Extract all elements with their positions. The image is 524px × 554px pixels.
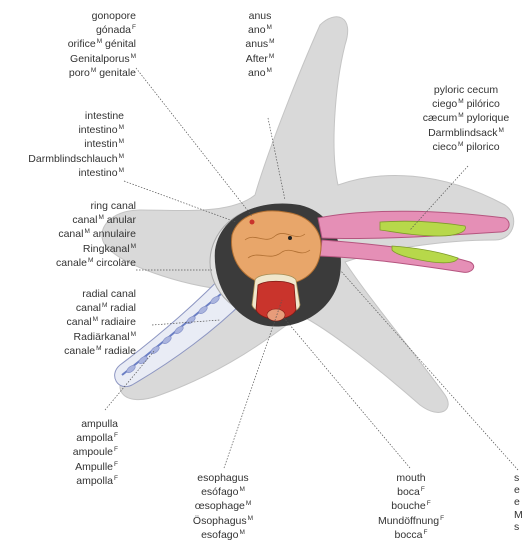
label-suffix: circolare: [93, 257, 136, 269]
label-line: MundöffnungF: [364, 513, 458, 527]
label-line: boucheF: [364, 498, 458, 512]
label-line: intestinoM: [4, 122, 124, 136]
label-suffix: pylorique: [464, 112, 510, 124]
label-gonopore: gonopore gónadaF orificeM génital Genita…: [18, 10, 136, 79]
label-line: ciecoM pilorico: [412, 139, 520, 153]
label-suffix: pilórico: [464, 98, 500, 110]
anus-dot: [288, 236, 292, 240]
label-line: canalM radial: [14, 300, 136, 314]
label-line: RingkanalM: [14, 241, 136, 255]
label-suffix: génital: [102, 38, 136, 50]
label-line: DarmblindsackM: [412, 125, 520, 139]
label-line: anoM: [225, 65, 295, 79]
label-suffix: radial: [107, 302, 136, 314]
label-line: boccaF: [364, 527, 458, 541]
label-line: radial canal: [14, 288, 136, 300]
label-suffix: anular: [104, 214, 136, 226]
label-line: ampouleF: [20, 444, 118, 458]
label-ring-canal: ring canal canalM anular canalM annulair…: [14, 200, 136, 269]
label-pyloric-cecum: pyloric cecum ciegoM pilórico cæcumM pyl…: [412, 84, 520, 153]
label-line: canalM radiaire: [14, 314, 136, 328]
label-line: anus: [225, 10, 295, 22]
label-line: œsophageM: [178, 498, 268, 512]
label-anus: anus anoM anusM AfterM anoM: [225, 10, 295, 79]
label-mouth: mouth bocaF boucheF MundöffnungF boccaF: [364, 472, 458, 541]
leader-gonopore: [136, 68, 252, 216]
label-line: e: [514, 496, 524, 508]
label-line: poroM genitale: [18, 65, 136, 79]
label-line: M: [514, 509, 524, 521]
label-line: AmpulleF: [20, 459, 118, 473]
label-line: bocaF: [364, 484, 458, 498]
label-suffix: annulaire: [90, 228, 136, 240]
label-line: canaleM radiale: [14, 343, 136, 357]
label-cut-off-right: s e e M s: [514, 472, 524, 533]
label-line: pyloric cecum: [412, 84, 520, 96]
label-line: intestinM: [4, 136, 124, 150]
label-line: RadiärkanalM: [14, 329, 136, 343]
label-suffix: genitale: [96, 67, 136, 79]
label-line: intestine: [4, 110, 124, 122]
label-line: anusM: [225, 36, 295, 50]
label-suffix: radiale: [102, 345, 136, 357]
label-line: esófagoM: [178, 484, 268, 498]
label-line: e: [514, 484, 524, 496]
label-line: ÖsophagusM: [178, 513, 268, 527]
label-line: gónadaF: [18, 22, 136, 36]
label-line: ampollaF: [20, 430, 118, 444]
label-line: anoM: [225, 22, 295, 36]
label-intestine: intestine intestinoM intestinM Darmblind…: [4, 110, 124, 179]
label-ampulla: ampulla ampollaF ampouleF AmpulleF ampol…: [20, 418, 118, 487]
label-line: ampollaF: [20, 473, 118, 487]
label-line: esofagoM: [178, 527, 268, 541]
label-esophagus: esophagus esófagoM œsophageM ÖsophagusM …: [178, 472, 268, 541]
label-radial-canal: radial canal canalM radial canalM radiai…: [14, 288, 136, 357]
label-line: ampulla: [20, 418, 118, 430]
label-line: s: [514, 472, 524, 484]
label-line: esophagus: [178, 472, 268, 484]
label-line: canaleM circolare: [14, 255, 136, 269]
label-line: canalM annulaire: [14, 226, 136, 240]
label-line: intestinoM: [4, 165, 124, 179]
gonopore-dot: [250, 220, 255, 225]
label-line: ring canal: [14, 200, 136, 212]
label-suffix: pilorico: [463, 141, 499, 153]
label-line: mouth: [364, 472, 458, 484]
label-line: DarmblindschlauchM: [4, 151, 124, 165]
mouth-opening: [267, 309, 285, 321]
label-line: orificeM génital: [18, 36, 136, 50]
sea-star-body: [102, 17, 514, 413]
label-suffix: radiaire: [98, 316, 136, 328]
label-line: s: [514, 521, 524, 533]
label-line: AfterM: [225, 51, 295, 65]
label-line: ciegoM pilórico: [412, 96, 520, 110]
label-line: gonopore: [18, 10, 136, 22]
label-line: GenitalporusM: [18, 51, 136, 65]
label-line: canalM anular: [14, 212, 136, 226]
label-line: cæcumM pylorique: [412, 110, 520, 124]
